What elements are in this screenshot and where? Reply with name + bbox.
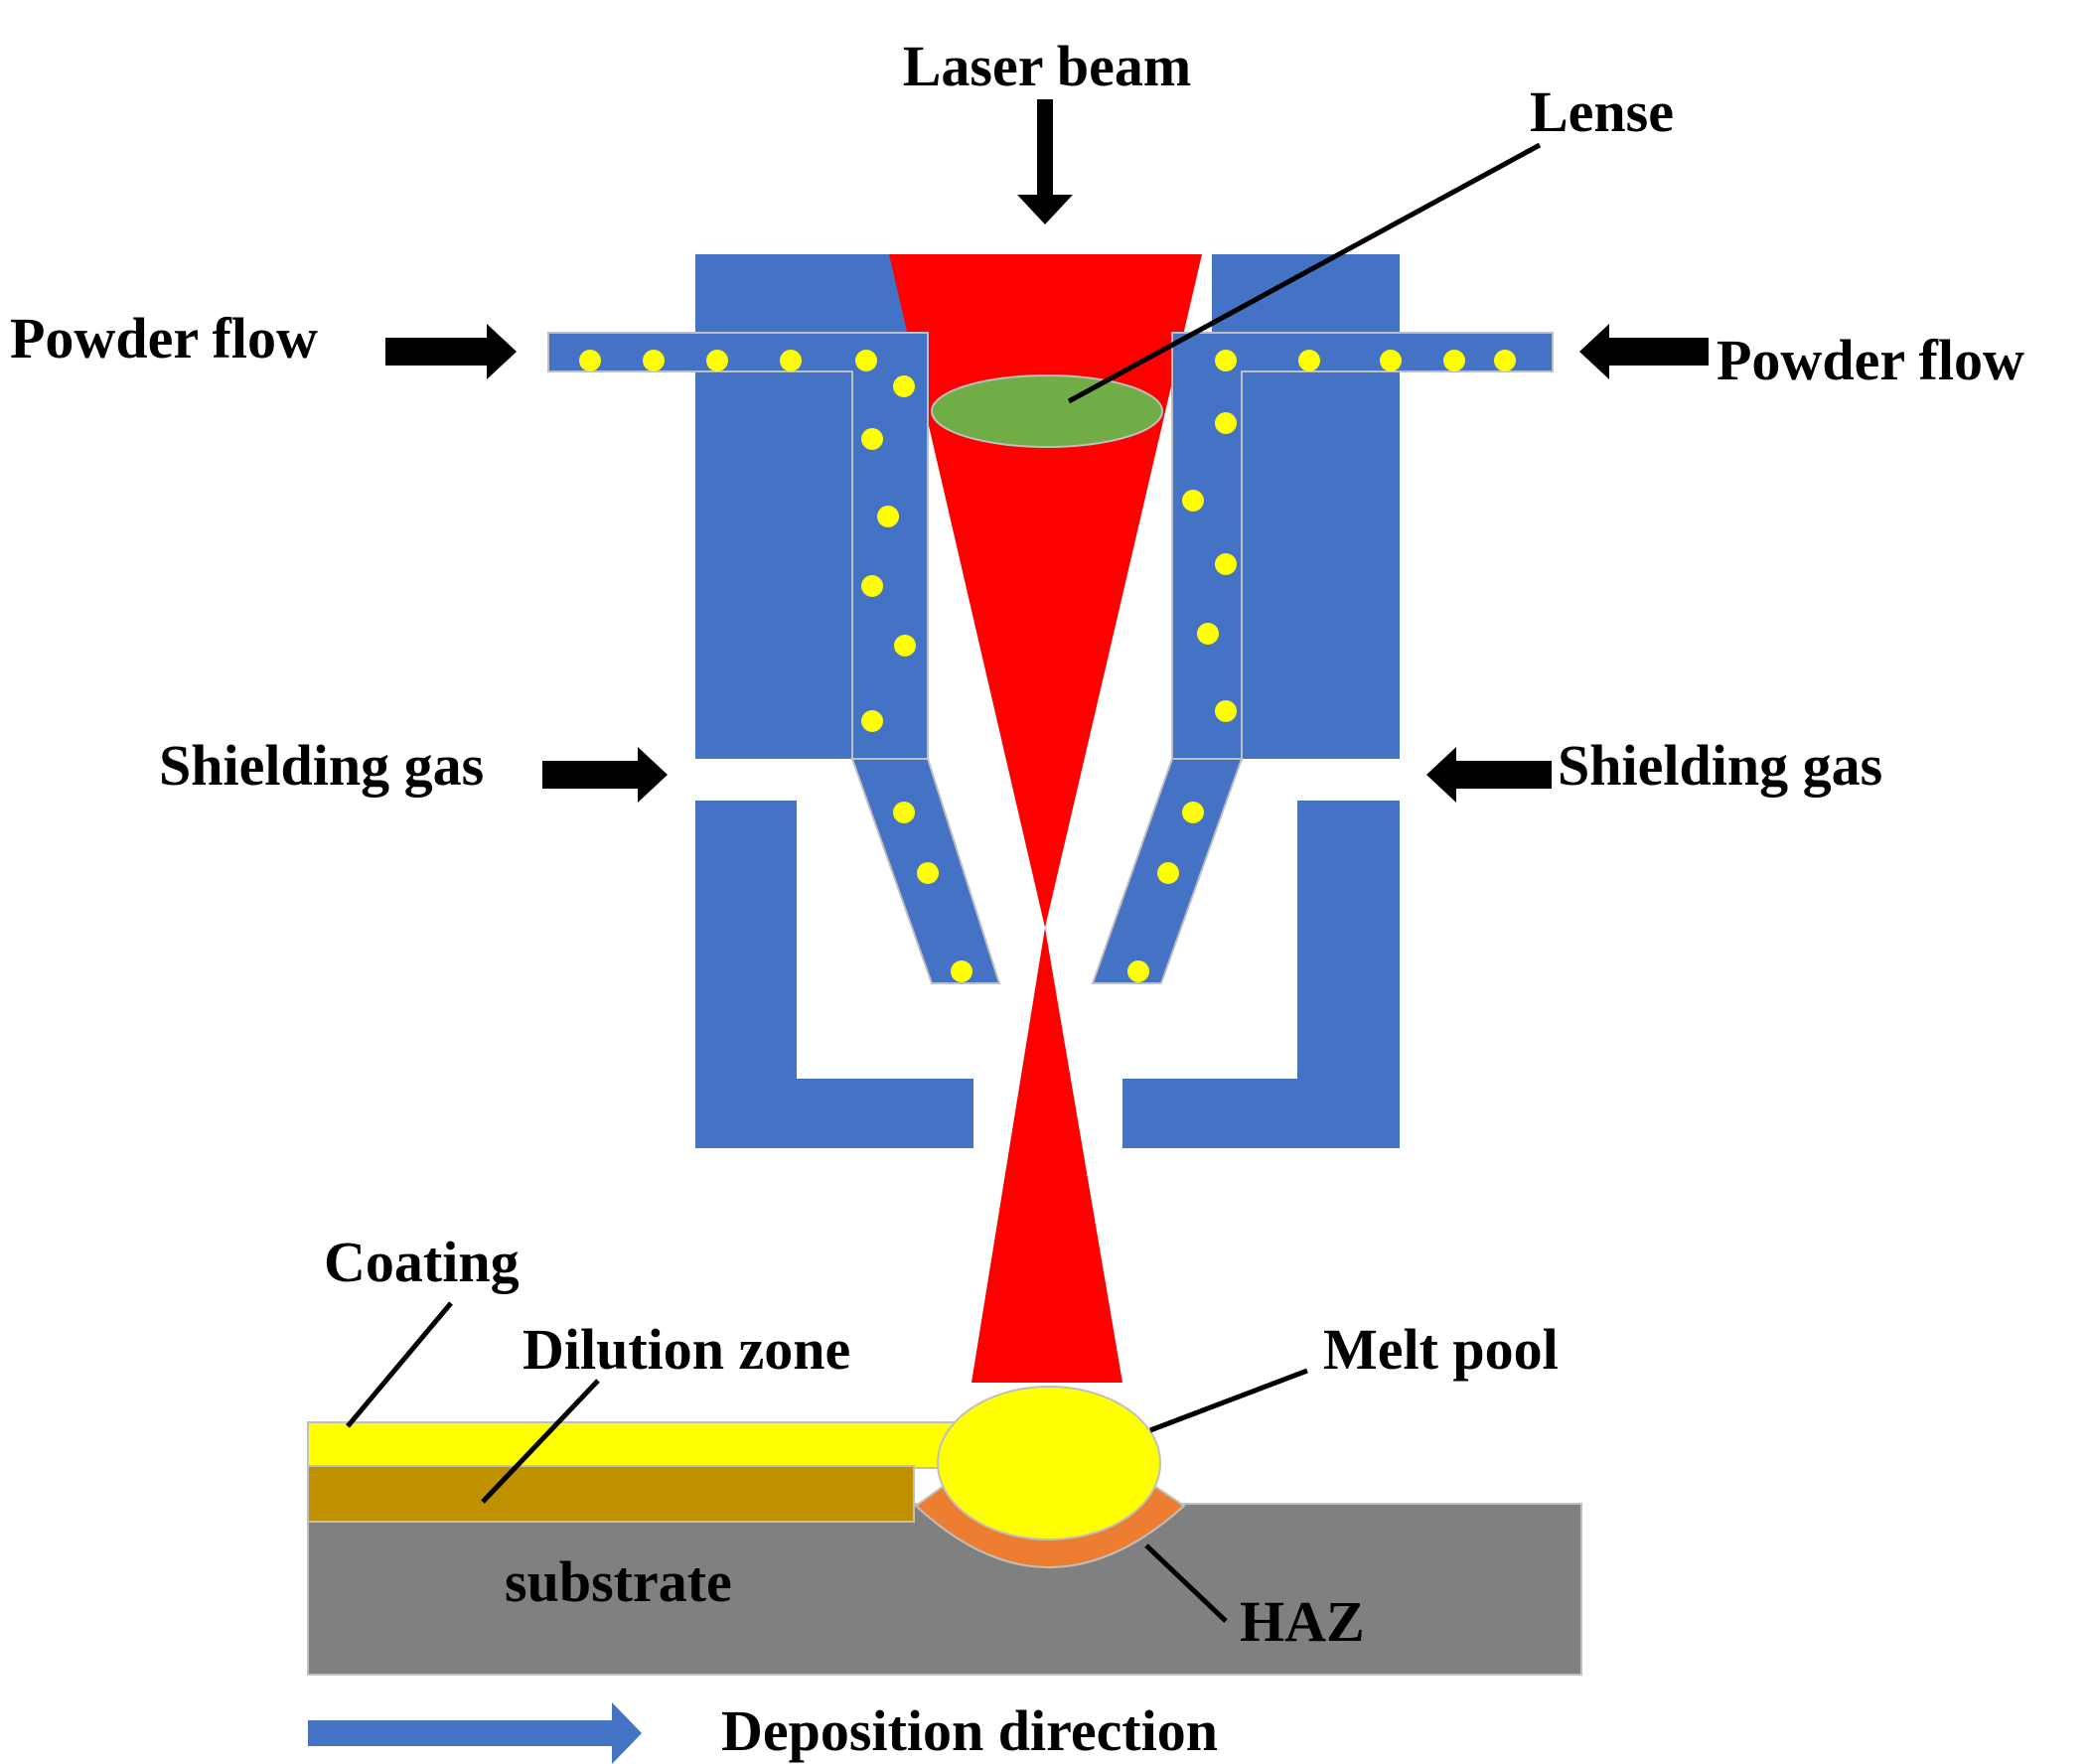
shielding-gas-right-arrow-icon [1426,747,1552,803]
haz-leader-line [1144,1544,1228,1623]
powder-particle [855,350,877,371]
deposition-direction-label: Deposition direction [721,1698,1218,1763]
powder-particle [1215,553,1237,575]
powder-particle [1380,350,1402,371]
coating-label: Coating [324,1230,520,1294]
dilution-zone-leader-line [481,1379,600,1504]
substrate [307,1503,1582,1676]
melt-pool [937,1386,1161,1541]
haz-label: HAZ [1240,1589,1365,1654]
powder-particle [861,428,883,450]
laser-beam-label: Laser beam [903,34,1192,98]
substrate-label: substrate [505,1549,732,1614]
powder-particle [1127,960,1149,982]
dilution-zone-layer [307,1465,915,1523]
powder-particle [706,350,728,371]
dilution-zone-label: Dilution zone [523,1317,850,1382]
input-arrows [385,99,1709,803]
powder-flow-right-arrow-icon [1579,324,1709,379]
powder-particle [1182,802,1204,823]
powder-particle [1215,700,1237,722]
lense-leader-line [1067,142,1542,404]
powder-particle [861,710,883,732]
powder-particle [893,802,915,823]
coating-layer [307,1421,955,1469]
powder-particle [780,350,802,371]
powder-particle [1197,623,1219,645]
powder-particle [1443,350,1465,371]
lens [931,374,1163,448]
powder-particle [1298,350,1320,371]
shielding-gas-right-label: Shielding gas [1558,733,1882,798]
coating-leader-line [346,1301,453,1428]
shielding-gas-left-label: Shielding gas [159,733,484,798]
powder-particle [1494,350,1516,371]
powder-particle [877,506,899,527]
powder-flow-left-arrow-icon [385,324,517,379]
nozzle-lower-right-L [1122,801,1400,1148]
powder-particle [917,862,939,884]
laser-cone-lower [971,928,1122,1383]
powder-particle [1215,412,1237,434]
melt-pool-leader-line [1149,1368,1308,1433]
lense-label: Lense [1530,79,1674,144]
powder-flow-right-label: Powder flow [1717,328,2024,392]
labels: Laser beam Lense Powder flow Powder flow… [10,34,2024,1763]
nozzle-lower-left-L [695,801,973,1148]
powder-particles [579,350,1516,982]
deposition-direction-arrow-icon [308,1702,642,1764]
powder-particle [861,575,883,597]
powder-particle [1215,350,1237,371]
powder-particle [1157,862,1179,884]
laser-beam-arrow-icon [1017,99,1073,224]
powder-particle [1182,490,1204,512]
leader-lines [346,142,1542,1623]
powder-particle [893,375,915,397]
powder-particle [643,350,665,371]
shielding-gas-left-arrow-icon [542,747,668,803]
melt-pool-label: Melt pool [1323,1317,1559,1382]
powder-particle [579,350,601,371]
powder-flow-left-label: Powder flow [10,306,318,370]
powder-particle [894,635,916,657]
powder-particle [951,960,972,982]
